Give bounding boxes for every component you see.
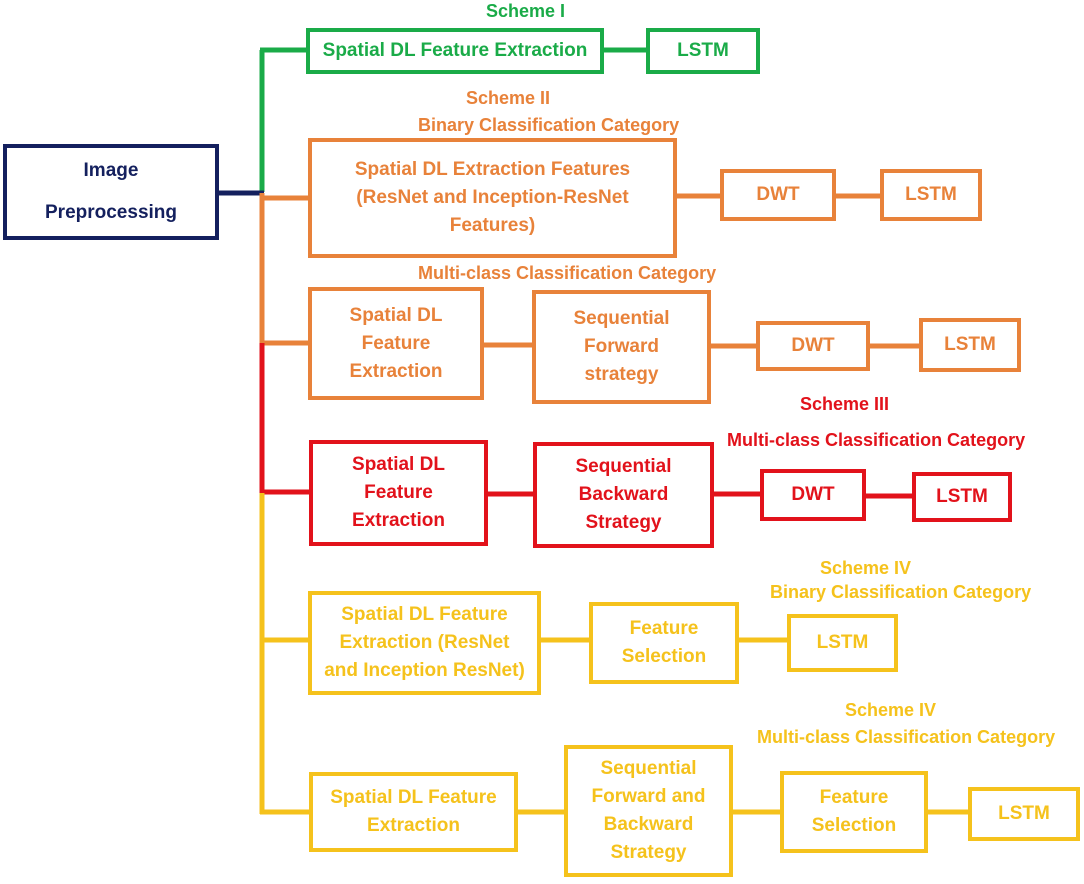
scheme-3-title: Scheme III	[800, 394, 890, 414]
scheme-4-binary-feature-line-1: Spatial DL Feature	[341, 604, 508, 625]
scheme-1-title: Scheme I	[486, 1, 566, 21]
scheme-2-multi-strategy-line-1: Sequential	[573, 308, 670, 329]
scheme-3-lstm-box: LSTM	[912, 472, 1012, 522]
scheme-2-binary-feature-box: Spatial DL Extraction Features (ResNet a…	[308, 138, 677, 258]
input-line-2: Preprocessing	[45, 202, 177, 223]
scheme-4-multi-feature-box: Spatial DL Feature Extraction	[309, 772, 518, 852]
scheme-2-multi-dwt-box: DWT	[756, 321, 870, 371]
scheme-2-multi-feature-line-2: Feature	[361, 332, 431, 354]
scheme-4-binary-title: Scheme IV	[820, 558, 912, 578]
scheme-2-multi-strategy-line-2: Forward	[584, 336, 659, 357]
scheme-4-multi-strategy-line-2: Forward and	[591, 786, 706, 807]
scheme-4-multi-title: Scheme IV	[845, 700, 937, 720]
scheme-2-multi-feature-box: Spatial DL Feature Extraction	[308, 287, 484, 400]
scheme-4-multi-selection-box: Feature Selection	[780, 771, 928, 853]
scheme-2-binary-feature-line-3: Features)	[449, 215, 536, 236]
scheme-4-multi-strategy-line-3: Backward	[603, 814, 694, 835]
scheme-2-multi-strategy-line-3: strategy	[584, 364, 659, 385]
scheme-4-binary-selection-line-1: Feature	[629, 618, 699, 639]
scheme-3-dwt-box: DWT	[760, 469, 866, 521]
scheme-3-feature-line-3: Extraction	[352, 510, 445, 531]
scheme-4-multi-lstm-box: LSTM	[968, 787, 1080, 841]
scheme-4-multi-selection-line-2: Selection	[811, 815, 897, 836]
scheme-2-multi-feature-line-1: Spatial DL	[349, 304, 443, 326]
scheme-3-feature-line-2: Feature	[364, 482, 433, 503]
scheme-3-category: Multi-class Classification Category	[727, 430, 1026, 450]
scheme-3-strategy-line-2: Backward	[578, 484, 669, 505]
input-line-1: Image	[83, 160, 139, 181]
scheme-1-lstm-box: LSTM	[646, 28, 760, 74]
scheme-4-binary-feature-line-3: and Inception ResNet)	[324, 660, 525, 681]
scheme-4-binary-category: Binary Classification Category	[770, 582, 1032, 602]
scheme-2-binary-feature-line-2: (ResNet and Inception-ResNet	[356, 187, 629, 208]
scheme-4-binary-lstm-box: LSTM	[787, 614, 898, 672]
scheme-2-multi-lstm-box: LSTM	[919, 318, 1021, 372]
scheme-2-multi-category: Multi-class Classification Category	[418, 263, 717, 283]
scheme-4-multi-feature-line-2: Extraction	[367, 815, 460, 836]
scheme-2-binary-lstm-box: LSTM	[880, 169, 982, 221]
scheme-2-title: Scheme II	[466, 88, 551, 108]
scheme-4-multi-strategy-line-4: Strategy	[610, 842, 687, 863]
scheme-2-binary-lstm-label: LSTM	[905, 184, 957, 205]
scheme-4-binary-selection-line-2: Selection	[621, 646, 707, 667]
scheme-4-multi-feature-line-1: Spatial DL Feature	[330, 787, 497, 808]
scheme-4-binary-feature-box: Spatial DL Feature Extraction (ResNet an…	[308, 591, 541, 695]
scheme-3-feature-line-1: Spatial DL	[352, 454, 445, 475]
scheme-4-binary-lstm-label: LSTM	[816, 632, 869, 653]
scheme-1-feature-label: Spatial DL Feature Extraction	[322, 40, 588, 61]
scheme-1-feature-box: Spatial DL Feature Extraction	[306, 28, 604, 74]
scheme-3-feature-box: Spatial DL Feature Extraction	[309, 440, 488, 546]
scheme-2-binary-category: Binary Classification Category	[418, 115, 680, 135]
scheme-4-multi-category: Multi-class Classification Category	[757, 727, 1056, 747]
scheme-2-multi-dwt-label: DWT	[791, 335, 835, 356]
scheme-2-binary-dwt-box: DWT	[720, 169, 836, 221]
scheme-4-multi-strategy-line-1: Sequential	[600, 758, 697, 779]
scheme-4-multi-strategy-box: Sequential Forward and Backward Strategy	[564, 745, 733, 877]
scheme-2-multi-feature-line-3: Extraction	[349, 360, 443, 382]
scheme-2-binary-feature-line-1: Spatial DL Extraction Features	[354, 159, 631, 180]
scheme-4-multi-lstm-label: LSTM	[998, 803, 1050, 824]
scheme-3-strategy-box: Sequential Backward Strategy	[533, 442, 714, 548]
scheme-2-multi-lstm-label: LSTM	[944, 334, 996, 355]
scheme-2-multi-strategy-box: Sequential Forward strategy	[532, 290, 711, 404]
scheme-1-lstm-label: LSTM	[677, 40, 729, 61]
scheme-3-strategy-line-3: Strategy	[585, 512, 662, 533]
scheme-4-multi-selection-line-1: Feature	[819, 787, 889, 808]
scheme-4-binary-feature-line-2: Extraction (ResNet	[339, 632, 510, 653]
scheme-2-binary-dwt-label: DWT	[756, 184, 800, 205]
scheme-4-binary-selection-box: Feature Selection	[589, 602, 739, 684]
scheme-3-strategy-line-1: Sequential	[575, 456, 672, 477]
image-preprocessing-box: Image Preprocessing	[3, 144, 219, 240]
scheme-3-lstm-label: LSTM	[936, 486, 988, 507]
scheme-3-dwt-label: DWT	[791, 484, 835, 505]
